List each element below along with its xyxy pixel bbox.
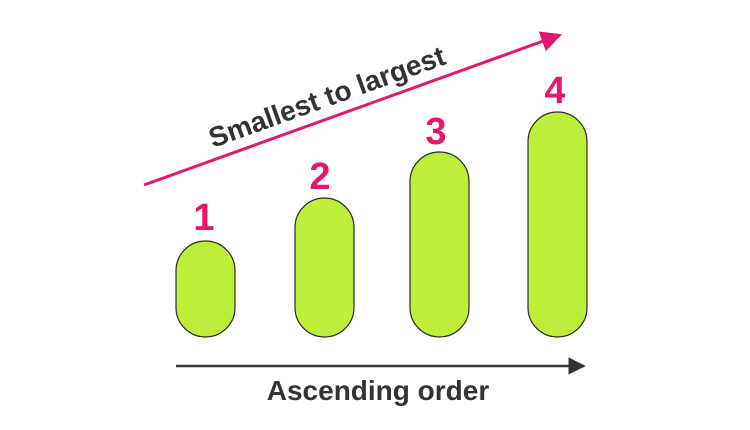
pill-4: [527, 111, 588, 338]
pill-3: [409, 151, 470, 338]
pill-label-4: 4: [544, 70, 565, 112]
pill-label-2: 2: [309, 156, 330, 198]
pill-label-1: 1: [193, 197, 214, 239]
bottom-arrow-label: Ascending order: [267, 375, 490, 406]
top-arrow-label: Smallest to largest: [205, 40, 450, 154]
pill-1: [175, 240, 236, 338]
diagonal-arrow: [143, 31, 562, 187]
pill-label-3: 3: [425, 111, 446, 153]
pill-2: [294, 197, 355, 338]
